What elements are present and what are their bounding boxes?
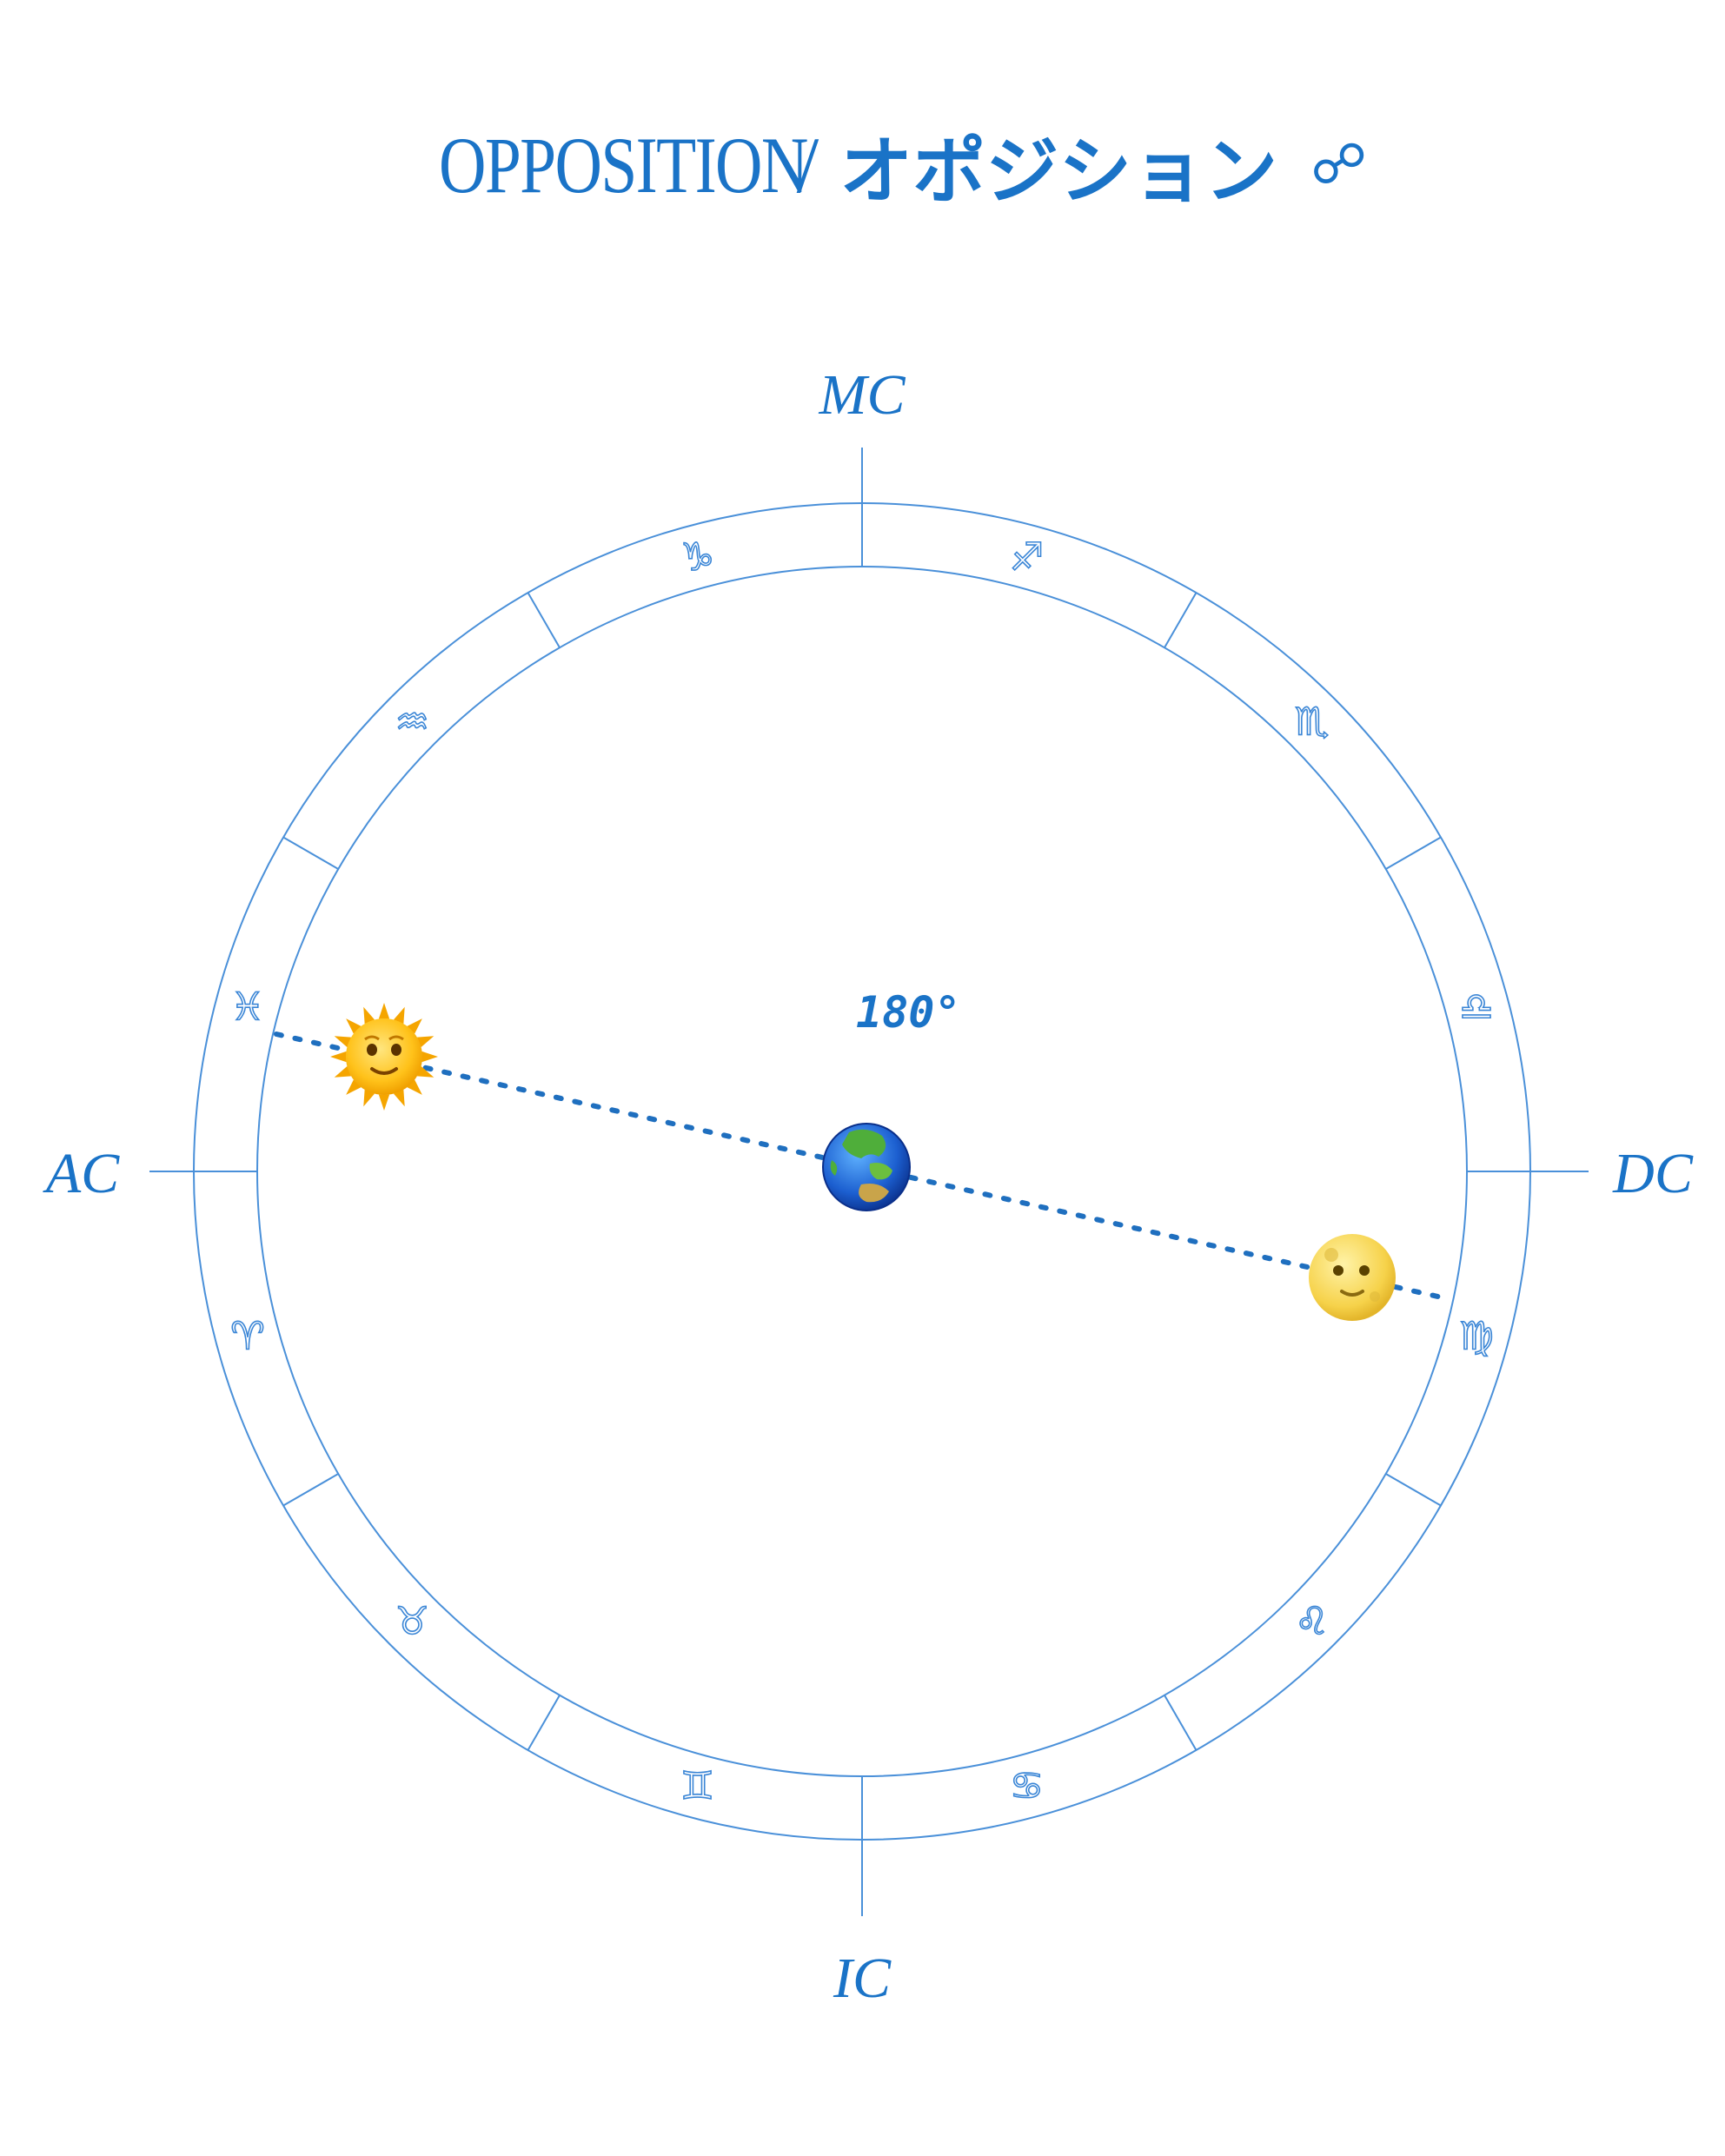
zodiac-divider [283,838,338,870]
full-moon-with-face-icon [1309,1234,1396,1321]
globe-asia-australia-icon [823,1124,910,1211]
taurus-sign-icon: ♉ [395,1600,429,1644]
pisces-sign-icon: ♓ [230,985,264,1030]
sagittarius-sign-icon: ♐ [1010,535,1044,580]
zodiac-divider [1386,1474,1441,1506]
zodiac-divider [528,1695,561,1750]
libra-sign-icon: ♎ [1459,985,1493,1030]
mc-label: MC [819,363,906,427]
sun-with-face-icon [330,1003,438,1111]
zodiac-divider [528,593,561,647]
capricorn-sign-icon: ♑ [680,535,714,580]
leo-sign-icon: ♌ [1295,1600,1329,1644]
dc-label: DC [1612,1142,1694,1205]
aries-sign-icon: ♈ [230,1314,264,1358]
scorpio-sign-icon: ♏ [1295,700,1329,744]
ac-label: AC [43,1142,120,1205]
gemini-sign-icon: ♊ [680,1764,714,1808]
zodiac-divider [1386,838,1441,870]
zodiac-divider [1164,1695,1197,1750]
cancer-sign-icon: ♋ [1010,1764,1044,1808]
ic-label: IC [833,1947,892,2010]
angle-label: 180° [856,987,960,1038]
virgo-sign-icon: ♍ [1459,1314,1493,1358]
zodiac-divider [1164,593,1197,647]
aquarius-sign-icon: ♒ [395,700,429,744]
zodiac-divider [283,1474,338,1506]
